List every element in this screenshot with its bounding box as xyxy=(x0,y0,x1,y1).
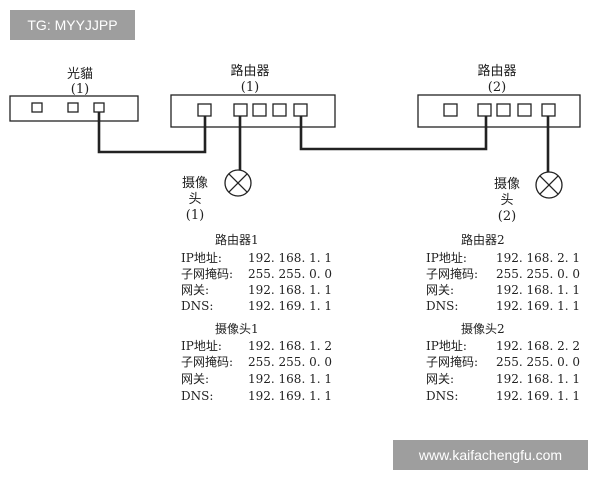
modem-number: (1) xyxy=(71,82,89,97)
url-watermark-text: www.kaifachengfu.com xyxy=(418,447,563,463)
config-camera2-heading: 摄像头2 xyxy=(461,321,505,336)
config-router2-heading: 路由器2 xyxy=(461,232,505,247)
router2-port-2 xyxy=(477,103,492,117)
router2-port-5 xyxy=(541,103,556,117)
modem-title: 光貓 xyxy=(67,67,93,82)
router2-box xyxy=(417,94,581,128)
router1-port-5 xyxy=(293,103,308,117)
camera1-symbol xyxy=(224,169,252,197)
tg-watermark-badge: TG: MYYJJPP xyxy=(10,10,135,40)
config-camera1-dns-label: DNS: xyxy=(181,389,213,403)
config-camera2-ip-label: IP地址: xyxy=(426,339,467,353)
camera2-title-line2: 头 xyxy=(500,193,513,208)
config-camera1-gateway-label: 网关: xyxy=(181,372,209,386)
config-router2-mask-value: 255. 255. 0. 0 xyxy=(496,267,580,281)
config-camera2-dns-label: DNS: xyxy=(426,389,458,403)
config-router1-mask-label: 子网掩码: xyxy=(181,267,233,281)
config-router1-heading: 路由器1 xyxy=(215,232,259,247)
config-router2-gateway-label: 网关: xyxy=(426,283,454,297)
tg-watermark-text: TG: MYYJJPP xyxy=(27,17,118,33)
config-router2-dns-label: DNS: xyxy=(426,299,458,313)
camera1-number: (1) xyxy=(186,208,204,223)
config-camera1-gateway-value: 192. 168. 1. 1 xyxy=(248,372,332,386)
cable-modem-router1 xyxy=(97,112,207,154)
config-router1-dns-value: 192. 169. 1. 1 xyxy=(248,299,332,313)
config-router1-ip-label: IP地址: xyxy=(181,251,222,265)
camera2-number: (2) xyxy=(498,209,516,224)
cable-router1-router2 xyxy=(299,116,488,151)
config-router2-dns-value: 192. 169. 1. 1 xyxy=(496,299,580,313)
router2-number: (2) xyxy=(488,80,506,95)
router1-port-2 xyxy=(233,103,248,117)
config-router1-gateway-value: 192. 168. 1. 1 xyxy=(248,283,332,297)
camera2-symbol xyxy=(535,171,563,199)
modem-port-2 xyxy=(67,102,79,113)
router1-port-3 xyxy=(252,103,267,117)
config-router1-ip-value: 192. 168. 1. 1 xyxy=(248,251,332,265)
router2-port-4 xyxy=(517,103,532,117)
config-camera1-ip-label: IP地址: xyxy=(181,339,222,353)
config-camera1-ip-value: 192. 168. 1. 2 xyxy=(248,339,332,353)
router1-number: (1) xyxy=(241,80,259,95)
config-camera1-heading: 摄像头1 xyxy=(215,321,259,336)
config-camera1-mask-label: 子网掩码: xyxy=(181,355,233,369)
modem-port-1 xyxy=(31,102,43,113)
config-router1-dns-label: DNS: xyxy=(181,299,213,313)
config-camera2-mask-value: 255. 255. 0. 0 xyxy=(496,355,580,369)
router1-port-4 xyxy=(272,103,287,117)
config-camera2-dns-value: 192. 169. 1. 1 xyxy=(496,389,580,403)
config-router2-ip-label: IP地址: xyxy=(426,251,467,265)
config-router2-mask-label: 子网掩码: xyxy=(426,267,478,281)
config-camera1-mask-value: 255. 255. 0. 0 xyxy=(248,355,332,369)
modem-port-3 xyxy=(93,102,105,113)
router2-title: 路由器 xyxy=(477,63,516,79)
router1-box xyxy=(170,94,336,128)
camera1-title-line1: 摄像 xyxy=(182,176,208,191)
router1-port-1 xyxy=(197,103,212,117)
config-router2-gateway-value: 192. 168. 1. 1 xyxy=(496,283,580,297)
config-camera1-dns-value: 192. 169. 1. 1 xyxy=(248,389,332,403)
router2-port-3 xyxy=(496,103,511,117)
camera1-title-line2: 头 xyxy=(188,192,201,207)
config-camera2-ip-value: 192. 168. 2. 2 xyxy=(496,339,580,353)
config-router1-mask-value: 255. 255. 0. 0 xyxy=(248,267,332,281)
config-camera2-gateway-value: 192. 168. 1. 1 xyxy=(496,372,580,386)
camera2-title-line1: 摄像 xyxy=(494,177,520,192)
config-camera2-mask-label: 子网掩码: xyxy=(426,355,478,369)
url-watermark-badge: www.kaifachengfu.com xyxy=(393,440,588,470)
config-router2-ip-value: 192. 168. 2. 1 xyxy=(496,251,580,265)
modem-box xyxy=(9,95,139,122)
router2-port-1 xyxy=(443,103,458,117)
config-router1-gateway-label: 网关: xyxy=(181,283,209,297)
config-camera2-gateway-label: 网关: xyxy=(426,372,454,386)
router1-title: 路由器 xyxy=(230,63,269,79)
